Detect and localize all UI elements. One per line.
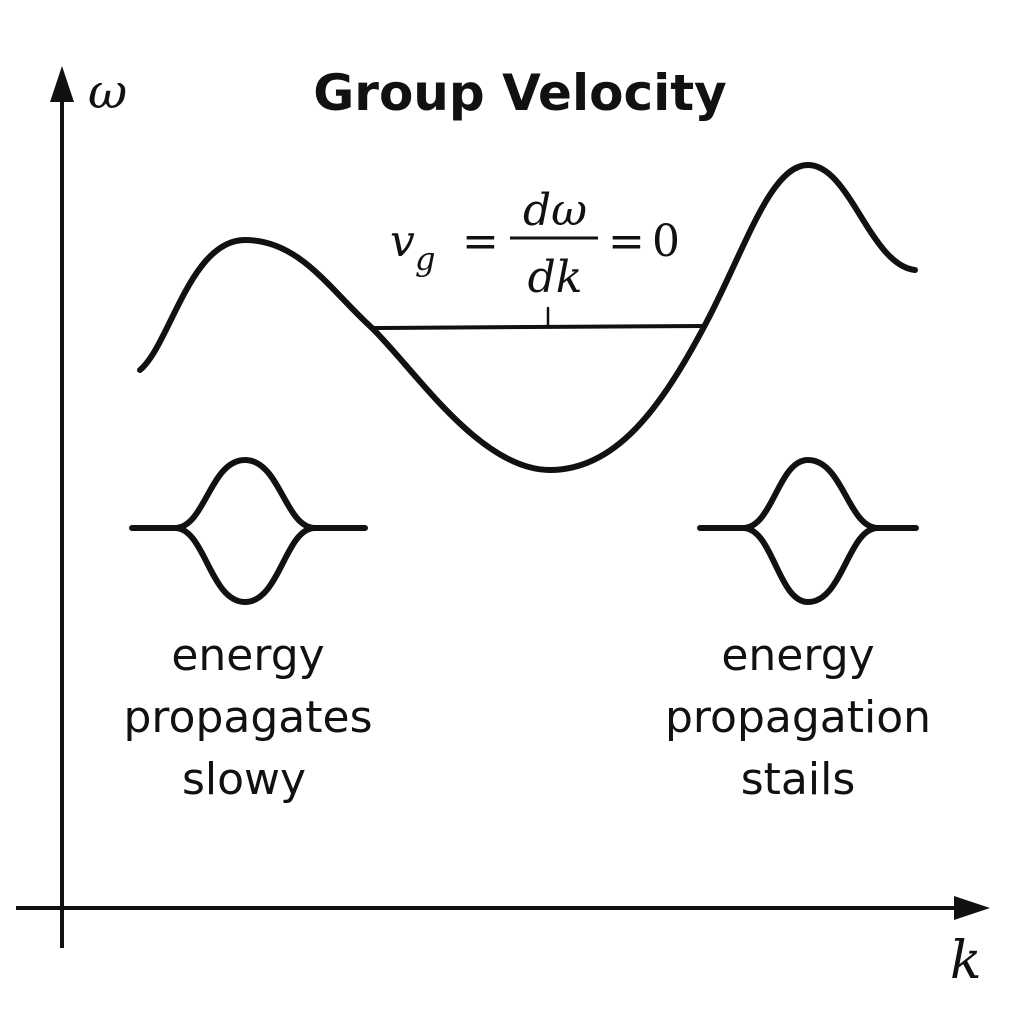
formula-numerator: dω bbox=[523, 185, 587, 236]
right-wave-packet bbox=[697, 457, 919, 605]
diagram-title: Group Velocity bbox=[313, 64, 726, 122]
right-note-line-3: stails bbox=[741, 754, 856, 805]
formula-subscript-g: g bbox=[415, 240, 435, 278]
left-packet-lower-envelope bbox=[172, 525, 318, 605]
right-packet-lower-envelope bbox=[740, 525, 881, 605]
right-note-line-2: propagation bbox=[665, 692, 931, 743]
group-velocity-formula: v g = dω dk = 0 bbox=[390, 185, 680, 303]
formula-v: v bbox=[390, 216, 415, 267]
formula-equals: = bbox=[462, 216, 499, 267]
left-wave-packet bbox=[129, 457, 368, 605]
y-axis-arrowhead bbox=[50, 66, 74, 102]
left-note-line-3: slowy bbox=[182, 754, 306, 805]
formula-denominator: dk bbox=[528, 252, 583, 303]
right-note: energy propagation stails bbox=[665, 630, 931, 805]
left-note-line-2: propagates bbox=[123, 692, 372, 743]
left-note: energy propagates slowy bbox=[123, 630, 372, 805]
left-note-line-1: energy bbox=[171, 630, 324, 681]
x-axis-arrowhead bbox=[954, 896, 990, 920]
left-packet-upper-envelope bbox=[129, 457, 368, 531]
right-packet-upper-envelope bbox=[697, 457, 919, 531]
y-axis-label: ω bbox=[88, 64, 127, 120]
formula-equals-2: = bbox=[608, 216, 645, 267]
dispersion-curve bbox=[137, 162, 918, 473]
x-axis-label: k bbox=[950, 931, 982, 991]
zero-slope-chord bbox=[370, 324, 707, 330]
right-note-line-1: energy bbox=[721, 630, 874, 681]
formula-zero: 0 bbox=[652, 216, 680, 267]
